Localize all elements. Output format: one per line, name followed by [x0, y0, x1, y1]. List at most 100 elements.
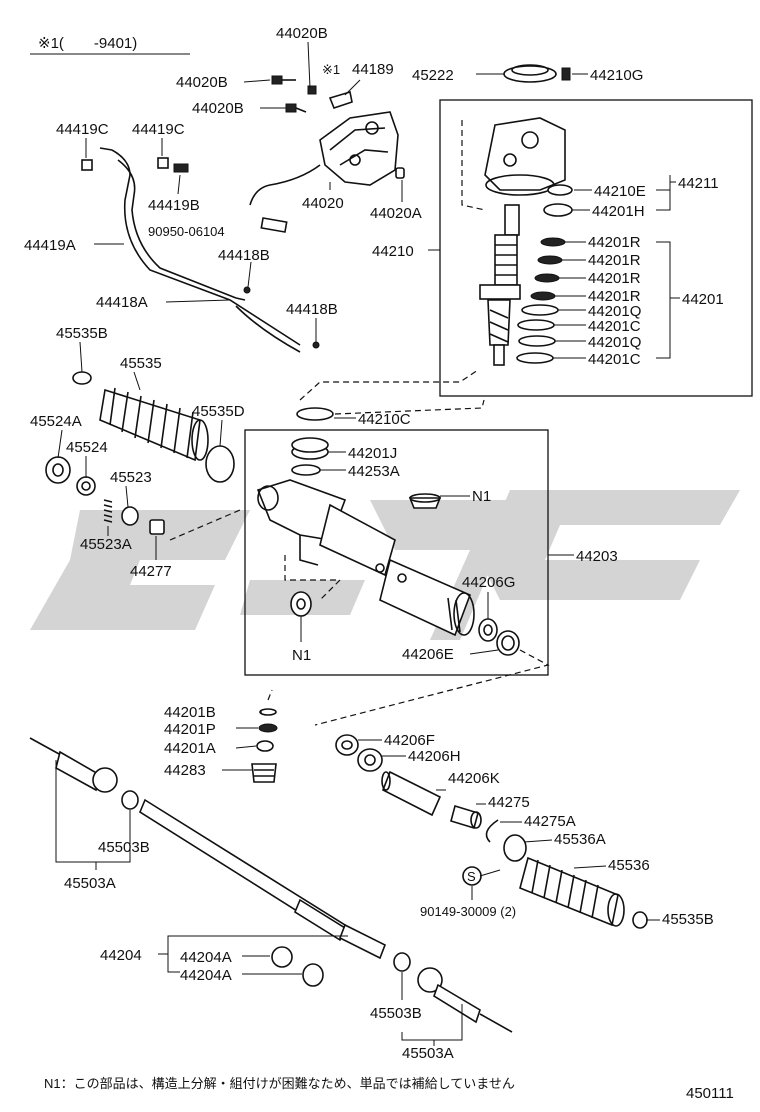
- label-44253A: 44253A: [348, 463, 400, 480]
- ring-44204A-a: [271, 946, 293, 968]
- label-45222: 45222: [412, 67, 454, 84]
- label-44201C-2: 44201C: [588, 351, 641, 368]
- label-44206K: 44206K: [448, 770, 500, 787]
- sleeve-44275: [450, 804, 482, 830]
- gear-valve-body: [249, 111, 399, 206]
- rings-44201Q-44201C: [516, 304, 559, 364]
- clamp-45535B-left: [72, 371, 92, 385]
- diagram-number: 450111: [686, 1085, 734, 1102]
- plug-dashed-guide: [284, 555, 342, 601]
- label-44204A-b: 44204A: [180, 967, 232, 984]
- ring-44275A: [485, 819, 499, 843]
- label-44275A: 44275A: [524, 813, 576, 830]
- connector-90950: [260, 217, 288, 233]
- bearing-44201J: [291, 437, 329, 460]
- pipe-44418A: [235, 297, 301, 353]
- label-44201A: 44201A: [164, 740, 216, 757]
- label-44201Q-2: 44201Q: [588, 334, 641, 351]
- nut-44277: [149, 519, 165, 535]
- label-90149: 90149-30009 (2): [420, 904, 516, 919]
- bolt-44020B-top: [307, 85, 317, 95]
- bolt-44020B-b: [285, 103, 307, 113]
- label-44203: 44203: [576, 548, 618, 565]
- footer-note: N1：この部品は、構造上分解・組付けが困難なため、単品では補給していません: [44, 1076, 515, 1091]
- label-45535D: 45535D: [192, 403, 245, 420]
- small-parts-dashed-guide: [267, 689, 273, 701]
- bolt-44020B-a: [271, 75, 296, 85]
- label-N1-top: N1: [472, 488, 491, 505]
- label-44418B-a: 44418B: [218, 247, 270, 264]
- ring-44201A: [256, 740, 274, 752]
- cap-45222: [503, 64, 557, 83]
- label-45523: 45523: [110, 469, 152, 486]
- pressure-pipes-44419A: [99, 147, 301, 346]
- label-44189-note: ※1: [322, 62, 340, 77]
- o-ring-dashed-guide: [299, 369, 485, 415]
- seal-dashed-guide: [314, 649, 550, 726]
- label-44189: 44189: [352, 61, 394, 78]
- label-44210: 44210: [372, 243, 414, 260]
- label-44020: 44020: [302, 195, 344, 212]
- label-45503B-a: 45503B: [98, 839, 150, 856]
- watermark-logo: [30, 490, 740, 640]
- label-44204: 44204: [100, 947, 142, 964]
- bolt-44419B: [173, 163, 189, 173]
- label-44275: 44275: [488, 794, 530, 811]
- label-44210E: 44210E: [594, 183, 646, 200]
- label-45535B-a: 45535B: [56, 325, 108, 342]
- ring-44201P: [258, 723, 278, 733]
- control-valve-group-frame: [439, 99, 753, 397]
- label-44201J: 44201J: [348, 445, 397, 462]
- label-44201R-4: 44201R: [588, 288, 641, 305]
- rings-44201R: [530, 237, 566, 301]
- nut-45503B-right: [393, 952, 411, 972]
- bellows-boot-45535: [99, 387, 209, 462]
- nut-dashed-guide: [169, 509, 241, 541]
- label-44419C-b: 44419C: [132, 121, 185, 138]
- label-90950: 90950-06104: [148, 224, 225, 239]
- label-45536A: 45536A: [554, 831, 606, 848]
- clamps-44418B: [243, 286, 320, 349]
- label-44201H: 44201H: [592, 203, 645, 220]
- plug-N1-top: [408, 493, 442, 509]
- bushing-45524: [76, 476, 96, 496]
- label-44419C-a: 44419C: [56, 121, 109, 138]
- label-45535: 45535: [120, 355, 162, 372]
- label-44020B-top: 44020B: [276, 25, 328, 42]
- bolt-44210G: [561, 67, 571, 81]
- part-labels: 44020B 44020B 44020B ※1 44189 45222 4421…: [24, 25, 724, 1062]
- label-44206F: 44206F: [384, 732, 435, 749]
- washer-44206H: [357, 748, 383, 772]
- label-44204A-a: 44204A: [180, 949, 232, 966]
- tie-rod-end-45503A-right: [417, 967, 513, 1033]
- label-44201P: 44201P: [164, 721, 216, 738]
- nut-45503B-left: [121, 790, 139, 810]
- seal-45524A: [45, 456, 71, 484]
- bracket-44189: [328, 90, 353, 109]
- label-45535B-b: 45535B: [662, 911, 714, 928]
- label-44201Q-1: 44201Q: [588, 303, 641, 320]
- label-44418B-b: 44418B: [286, 301, 338, 318]
- ring-44204A-b: [302, 963, 324, 987]
- label-45523A: 45523A: [80, 536, 132, 553]
- label-44020B-a: 44020B: [176, 74, 228, 91]
- label-44020B-b: 44020B: [192, 100, 244, 117]
- screw-90149-marker: S: [462, 866, 482, 886]
- serial-range-note: ※1( -9401): [38, 35, 137, 52]
- label-44206E: 44206E: [402, 646, 454, 663]
- clamp-45535B-right: [632, 911, 648, 929]
- label-44419B: 44419B: [148, 197, 200, 214]
- label-44211: 44211: [678, 175, 719, 192]
- label-44210G: 44210G: [590, 67, 643, 84]
- spring-45523A: [103, 499, 113, 523]
- ring-44201B: [259, 708, 277, 716]
- label-44201R-1: 44201R: [588, 234, 641, 251]
- label-44201R-3: 44201R: [588, 270, 641, 287]
- label-44206H: 44206H: [408, 748, 461, 765]
- label-44020A: 44020A: [370, 205, 422, 222]
- label-45503A-a: 45503A: [64, 875, 116, 892]
- rack-housing-group-frame: [244, 429, 549, 676]
- label-44210C: 44210C: [358, 411, 411, 428]
- sleeve-44206K: [381, 770, 442, 817]
